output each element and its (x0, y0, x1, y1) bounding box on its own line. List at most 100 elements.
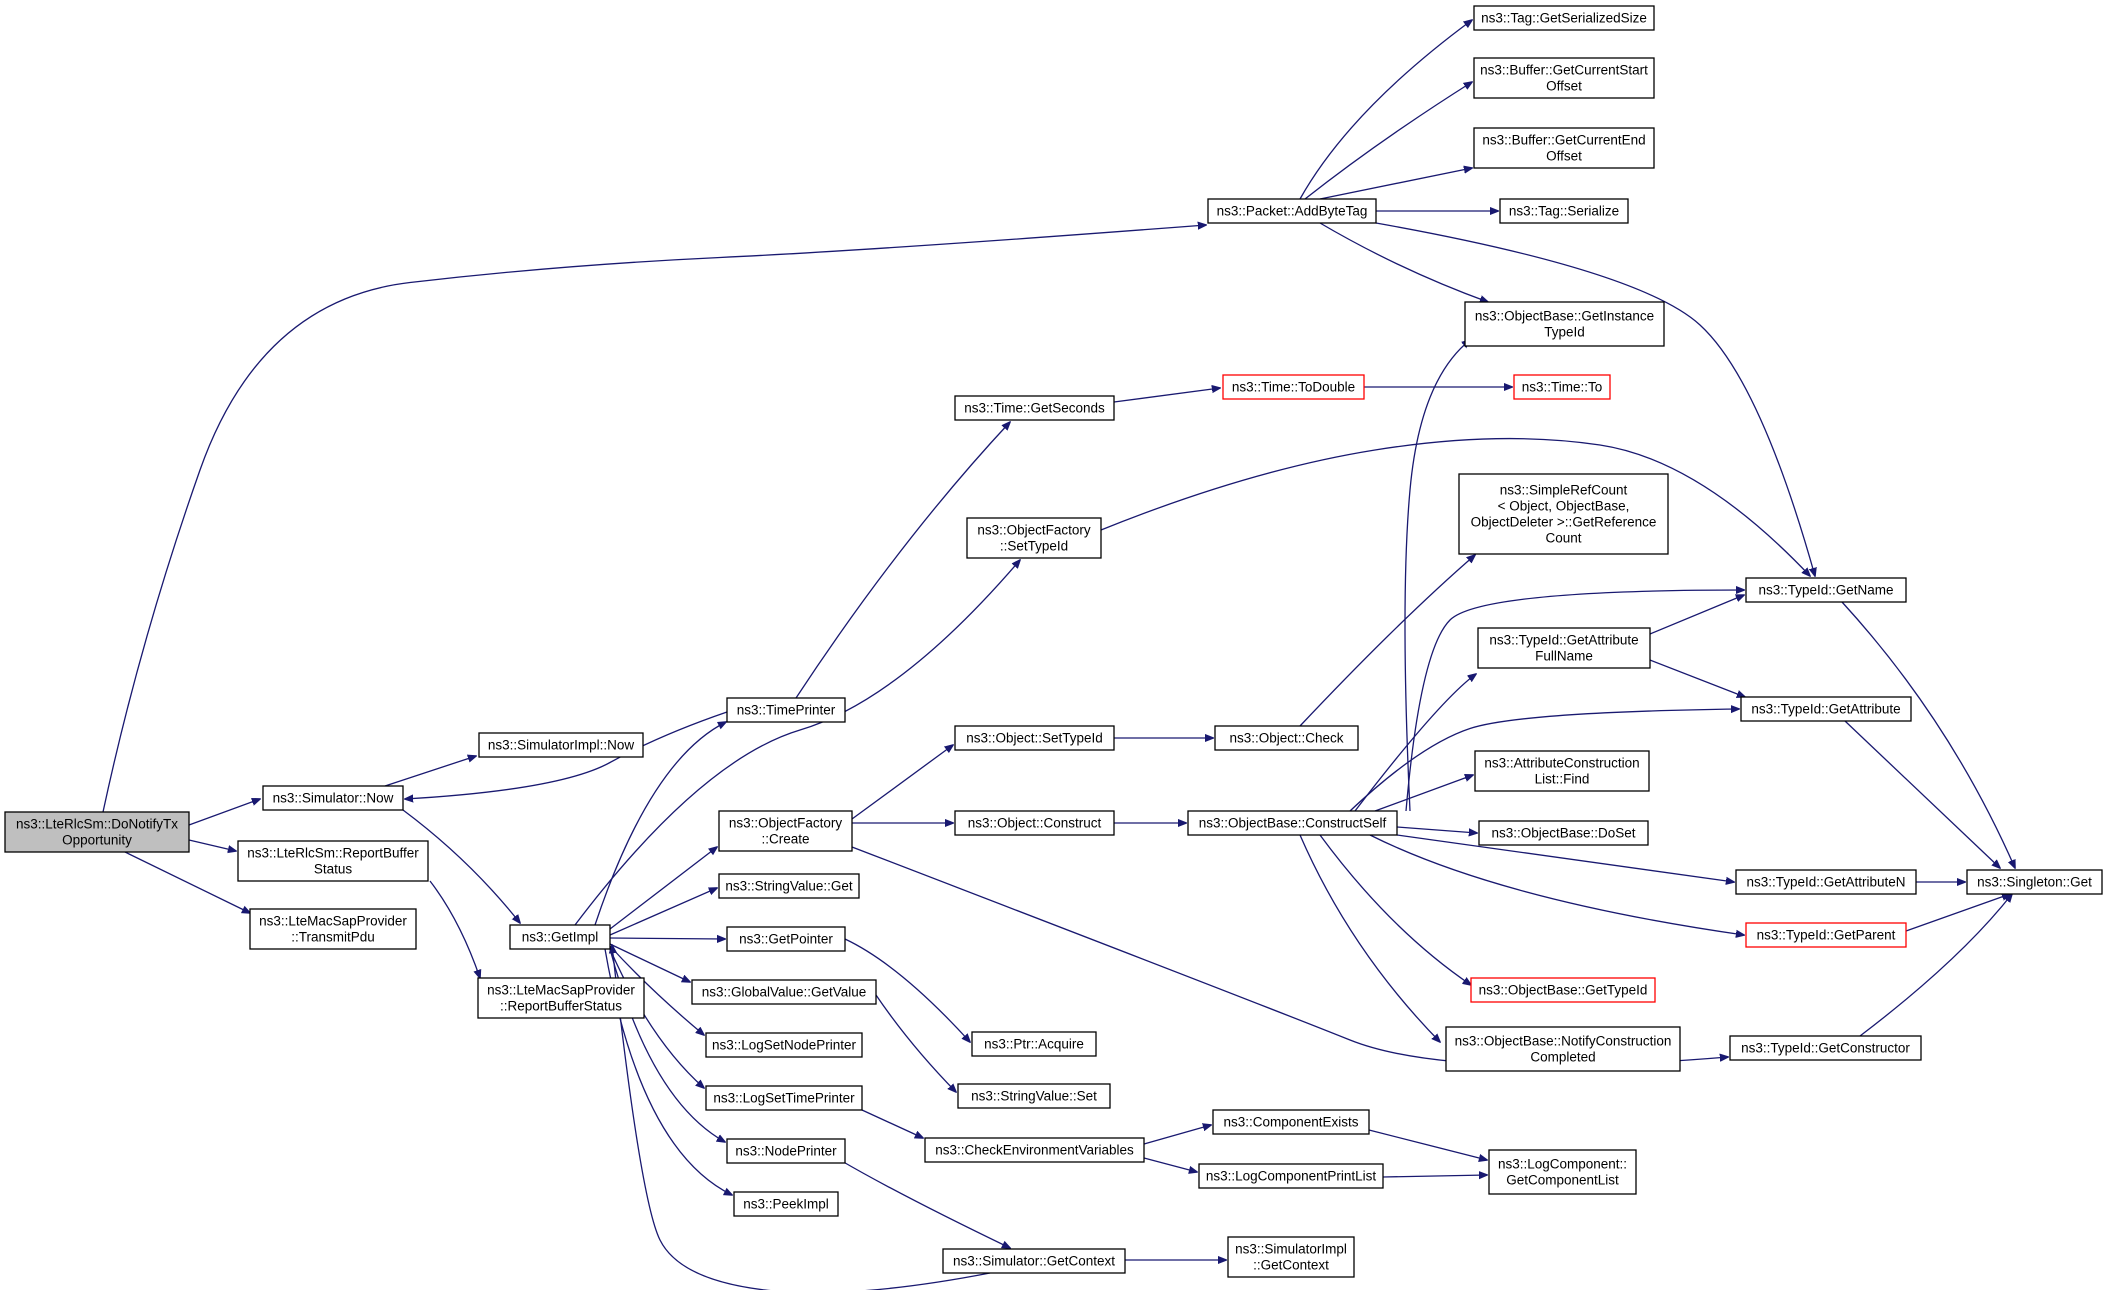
node-addbytetag[interactable]: ns3::Packet::AddByteTag (1207, 198, 1377, 224)
node-taggetsize[interactable]: ns3::Tag::GetSerializedSize (1473, 5, 1655, 31)
edge-getimpl-to-getpointer (609, 938, 725, 939)
edge-getimpl-to-svget (609, 888, 717, 936)
node-tagserialize[interactable]: ns3::Tag::Serialize (1499, 198, 1629, 224)
node-tidgetattrn[interactable]: ns3::TypeId::GetAttributeN (1735, 869, 1917, 895)
node-obnotify[interactable]: ns3::ObjectBase::NotifyConstructionCompl… (1445, 1026, 1681, 1072)
node-nodeprinter[interactable]: ns3::NodePrinter (726, 1138, 846, 1164)
node-label: Status (314, 862, 353, 877)
node-box (733, 1191, 839, 1217)
node-obgettypeid[interactable]: ns3::ObjectBase::GetTypeId (1470, 977, 1656, 1003)
node-tidgetattr[interactable]: ns3::TypeId::GetAttribute (1740, 696, 1912, 722)
node-logsettime[interactable]: ns3::LogSetTimePrinter (705, 1085, 863, 1111)
node-logcompgetlist[interactable]: ns3::LogComponent::GetComponentList (1488, 1149, 1637, 1195)
node-timeprinter[interactable]: ns3::TimePrinter (726, 697, 846, 723)
node-label: ns3::TimePrinter (737, 703, 836, 718)
node-label: ns3::Object::Check (1229, 731, 1343, 746)
node-getpointer[interactable]: ns3::GetPointer (726, 926, 846, 952)
node-box (4, 811, 190, 853)
node-svset[interactable]: ns3::StringValue::Set (957, 1083, 1111, 1109)
node-simnow[interactable]: ns3::Simulator::Now (262, 785, 404, 811)
node-ptracquire[interactable]: ns3::Ptr::Acquire (971, 1031, 1097, 1057)
node-box (1966, 869, 2103, 895)
node-box (1477, 627, 1651, 669)
node-box (705, 1032, 863, 1058)
node-box (691, 979, 877, 1005)
node-label: ns3::LteMacSapProvider (259, 914, 407, 929)
node-ofsettypeid[interactable]: ns3::ObjectFactory::SetTypeId (966, 517, 1102, 559)
node-box (726, 697, 846, 723)
node-tidgetctor[interactable]: ns3::TypeId::GetConstructor (1729, 1035, 1922, 1061)
node-obdoset[interactable]: ns3::ObjectBase::DoSet (1478, 820, 1649, 846)
node-macreport[interactable]: ns3::LteMacSapProvider::ReportBufferStat… (477, 977, 645, 1019)
node-tidgetname[interactable]: ns3::TypeId::GetName (1745, 577, 1907, 603)
node-simimplgetctx[interactable]: ns3::SimulatorImpl::GetContext (1227, 1236, 1355, 1278)
node-label: ns3::StringValue::Set (971, 1089, 1097, 1104)
node-box (509, 924, 611, 950)
edge-getimpl-to-logsettime (609, 948, 704, 1088)
node-getimpl[interactable]: ns3::GetImpl (509, 924, 611, 950)
edge-ofcreate-to-objsettypeid (851, 745, 953, 820)
node-box (954, 810, 1115, 836)
node-objsettypeid[interactable]: ns3::Object::SetTypeId (954, 725, 1115, 751)
node-simgetctx[interactable]: ns3::Simulator::GetContext (942, 1248, 1126, 1274)
node-box (1227, 1236, 1355, 1278)
node-gvgetvalue[interactable]: ns3::GlobalValue::GetValue (691, 979, 877, 1005)
node-objcheck[interactable]: ns3::Object::Check (1214, 725, 1359, 751)
node-box (957, 1083, 1111, 1109)
edge-getimpl-to-timeprinter (594, 722, 726, 926)
edge-nodeprinter-to-simgetctx (839, 1159, 1010, 1248)
node-logcompprint[interactable]: ns3::LogComponentPrintList (1198, 1163, 1384, 1189)
edge-gvgetvalue-to-svset (875, 994, 956, 1092)
node-refcount[interactable]: ns3::SimpleRefCount< Object, ObjectBase,… (1458, 473, 1669, 555)
node-singletonget[interactable]: ns3::Singleton::Get (1966, 869, 2103, 895)
node-compexists[interactable]: ns3::ComponentExists (1212, 1109, 1370, 1135)
node-logsetnode[interactable]: ns3::LogSetNodePrinter (705, 1032, 863, 1058)
node-box (966, 517, 1102, 559)
node-tidgetparent[interactable]: ns3::TypeId::GetParent (1745, 922, 1907, 948)
edge-getpointer-to-ptracquire (844, 938, 970, 1042)
edge-layer (102, 20, 2015, 1290)
node-ofcreate[interactable]: ns3::ObjectFactory::Create (718, 810, 853, 852)
node-label: ns3::ComponentExists (1223, 1115, 1358, 1130)
node-svget[interactable]: ns3::StringValue::Get (718, 873, 860, 899)
node-timeto[interactable]: ns3::Time::To (1513, 374, 1611, 400)
node-timegetsec[interactable]: ns3::Time::GetSeconds (954, 395, 1115, 421)
node-obconstructself[interactable]: ns3::ObjectBase::ConstructSelf (1187, 810, 1398, 836)
node-label: ::Create (761, 832, 809, 847)
node-reportbuf[interactable]: ns3::LteRlcSm::ReportBufferStatus (237, 840, 429, 882)
node-box (1214, 725, 1359, 751)
edge-root-to-reportbuf (188, 839, 236, 851)
node-label: ns3::ObjectFactory (977, 523, 1091, 538)
node-transmitpdu[interactable]: ns3::LteMacSapProvider::TransmitPdu (249, 908, 417, 950)
edge-tidgetattrfull-to-tidgetname (1649, 595, 1744, 635)
node-box (1473, 57, 1655, 99)
node-box (1458, 473, 1669, 555)
node-simimplnow[interactable]: ns3::SimulatorImpl::Now (478, 732, 644, 758)
node-label: ns3::LogComponentPrintList (1206, 1169, 1377, 1184)
edge-reportbuf-to-macreport (429, 880, 480, 978)
node-peekimpl[interactable]: ns3::PeekImpl (733, 1191, 839, 1217)
node-label: ns3::SimulatorImpl (1235, 1242, 1347, 1257)
node-label: ::SetTypeId (1000, 539, 1068, 554)
edge-obconstructself-to-tidgetparent (1369, 834, 1744, 935)
node-timetodouble[interactable]: ns3::Time::ToDouble (1222, 374, 1365, 400)
edge-addbytetag-to-bufstart (1304, 82, 1472, 200)
edge-timegetsec-to-timetodouble (1113, 388, 1220, 403)
node-checkenv[interactable]: ns3::CheckEnvironmentVariables (924, 1137, 1145, 1163)
node-label: ns3::TypeId::GetParent (1757, 928, 1896, 943)
edge-logcompprint-to-logcompgetlist (1382, 1175, 1487, 1177)
node-label: ns3::Simulator::GetContext (953, 1254, 1115, 1269)
node-objconstruct[interactable]: ns3::Object::Construct (954, 810, 1115, 836)
node-label: ns3::ObjectFactory (729, 816, 843, 831)
node-layer: ns3::LteRlcSm::DoNotifyTxOpportunityns3:… (4, 5, 2103, 1278)
edge-obconstructself-to-obdoset (1396, 826, 1477, 833)
node-box (1470, 977, 1656, 1003)
node-label: ns3::GetPointer (739, 932, 833, 947)
